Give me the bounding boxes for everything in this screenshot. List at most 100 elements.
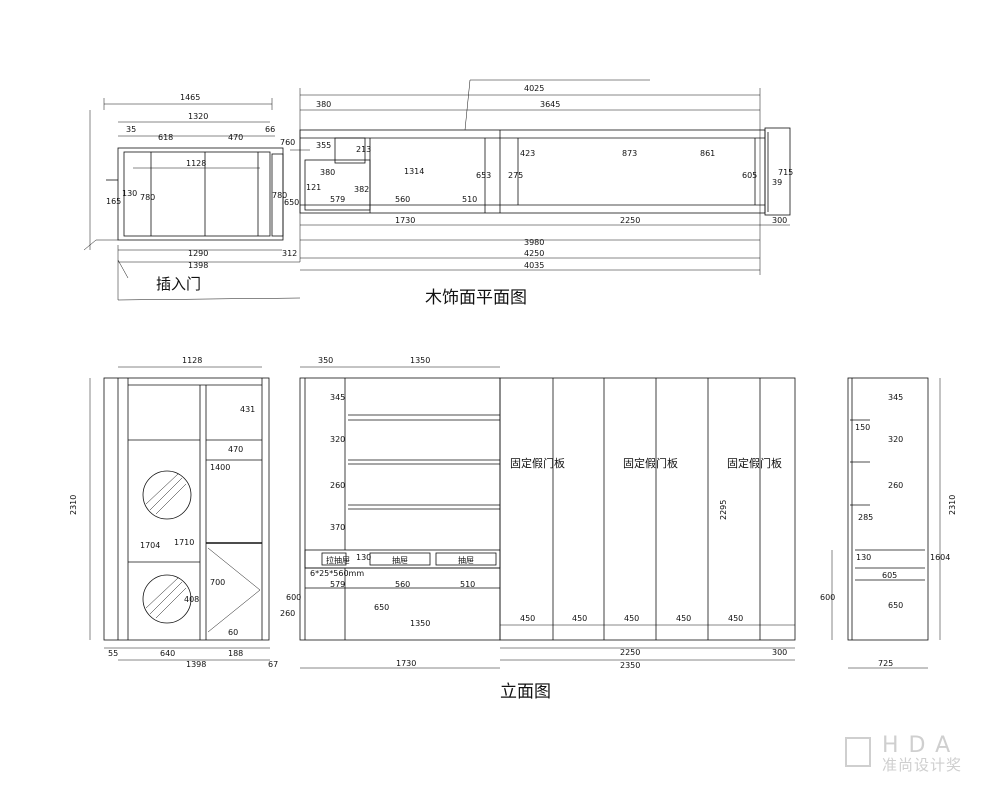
- elev-dim-345-right: 345: [888, 393, 903, 402]
- watermark-logo-icon: [845, 737, 871, 767]
- elevation-view: 1128 350 1350 2310 2310 345 320 260 370 …: [69, 356, 957, 702]
- plan-title: 木饰面平面图: [425, 288, 527, 308]
- drawer-label-2: 抽屉: [458, 555, 474, 565]
- dim-780: 780: [140, 193, 155, 202]
- dim-1290: 1290: [188, 249, 208, 258]
- elev-dim-150: 150: [855, 423, 870, 432]
- elev-dim-1604: 1604: [930, 553, 950, 562]
- dim-560: 560: [395, 195, 410, 204]
- drawer-label-1: 抽屉: [392, 555, 408, 565]
- dim-1314: 1314: [404, 167, 424, 176]
- dim-1730: 1730: [395, 216, 415, 225]
- fixed-panel-label-1: 固定假门板: [510, 456, 565, 470]
- dim-470: 470: [228, 133, 243, 142]
- elev-dim-1128: 1128: [182, 356, 202, 365]
- elev-dim-260b: 260: [280, 609, 295, 618]
- dim-4250: 4250: [524, 249, 544, 258]
- dim-3645: 3645: [540, 100, 560, 109]
- dim-312: 312: [282, 249, 297, 258]
- dim-605: 605: [742, 171, 757, 180]
- dim-382: 382: [354, 185, 369, 194]
- dim-4025: 4025: [524, 84, 544, 93]
- elev-dim-700: 700: [210, 578, 225, 587]
- elev-dim-725: 725: [878, 659, 893, 668]
- watermark-brand: HDA: [882, 733, 960, 758]
- elev-dim-260-right: 260: [888, 481, 903, 490]
- elev-dim-640: 640: [160, 649, 175, 658]
- dim-4035: 4035: [524, 261, 544, 270]
- elev-dim-2310: 2310: [69, 495, 78, 515]
- dim-1128: 1128: [186, 159, 206, 168]
- dim-861: 861: [700, 149, 715, 158]
- elev-dim-2310-right: 2310: [948, 495, 957, 515]
- dim-1465: 1465: [180, 93, 200, 102]
- elev-dim-579: 579: [330, 580, 345, 589]
- dim-579: 579: [330, 195, 345, 204]
- elev-dim-260: 260: [330, 481, 345, 490]
- dim-510: 510: [462, 195, 477, 204]
- drawer-label-full: 拉抽屉: [326, 555, 350, 565]
- elev-dim-605: 605: [882, 571, 897, 580]
- elev-dim-1398: 1398: [186, 660, 206, 669]
- dim-165: 165: [106, 197, 121, 206]
- elev-dim-320: 320: [330, 435, 345, 444]
- fixed-panel-label-2: 固定假门板: [623, 456, 678, 470]
- dim-380-top: 380: [316, 100, 331, 109]
- elev-dim-1350b: 1350: [410, 619, 430, 628]
- dim-300: 300: [772, 216, 787, 225]
- dim-2250: 2250: [620, 216, 640, 225]
- elev-dim-600: 600: [286, 593, 301, 602]
- elev-dim-600-right: 600: [820, 593, 835, 602]
- elev-dim-370: 370: [330, 523, 345, 532]
- elev-dim-60: 60: [228, 628, 238, 637]
- elev-dim-510: 510: [460, 580, 475, 589]
- dim-275: 275: [508, 171, 523, 180]
- elev-dim-450-d: 450: [676, 614, 691, 623]
- elev-dim-130-right: 130: [856, 553, 871, 562]
- dim-1398: 1398: [188, 261, 208, 270]
- dim-130: 130: [122, 189, 137, 198]
- elev-dim-67: 67: [268, 660, 278, 669]
- door-note: 插入门: [156, 275, 201, 293]
- dim-3980: 3980: [524, 238, 544, 247]
- dim-121: 121: [306, 183, 321, 192]
- elev-dim-650: 650: [374, 603, 389, 612]
- elev-dim-320-right: 320: [888, 435, 903, 444]
- elev-dim-1710: 1710: [174, 538, 194, 547]
- elev-dim-350: 350: [318, 356, 333, 365]
- elev-dim-130: 130: [356, 553, 371, 562]
- elev-dim-1704: 1704: [140, 541, 160, 550]
- fixed-panel-label-3: 固定假门板: [727, 456, 782, 470]
- dim-650: 650: [284, 198, 299, 207]
- elev-dim-2295: 2295: [719, 500, 728, 520]
- elev-dim-650-right: 650: [888, 601, 903, 610]
- elev-dim-470: 470: [228, 445, 243, 454]
- elev-dim-188: 188: [228, 649, 243, 658]
- elev-dim-1400: 1400: [210, 463, 230, 472]
- elev-dim-450-c: 450: [624, 614, 639, 623]
- watermark-cn: 准尚设计奖: [882, 756, 962, 774]
- dim-780b: 780: [272, 191, 287, 200]
- dim-39: 39: [772, 178, 782, 187]
- elev-dim-431: 431: [240, 405, 255, 414]
- elev-dim-450-b: 450: [572, 614, 587, 623]
- elev-dim-2250: 2250: [620, 648, 640, 657]
- elev-dim-300: 300: [772, 648, 787, 657]
- elev-dim-2350: 2350: [620, 661, 640, 670]
- elev-dim-1730: 1730: [396, 659, 416, 668]
- elev-dim-1350: 1350: [410, 356, 430, 365]
- elev-dim-55: 55: [108, 649, 118, 658]
- dim-1320: 1320: [188, 112, 208, 121]
- dim-213: 213: [356, 145, 371, 154]
- elevation-title: 立面图: [500, 682, 551, 702]
- elev-dim-450-a: 450: [520, 614, 535, 623]
- dim-618: 618: [158, 133, 173, 142]
- plan-view: 1465 1320 35 618 470 66 1128 780 130 165…: [83, 79, 793, 308]
- dim-423: 423: [520, 149, 535, 158]
- elev-dim-285: 285: [858, 513, 873, 522]
- dim-715: 715: [778, 168, 793, 177]
- dim-380: 380: [320, 168, 335, 177]
- dim-66: 66: [265, 125, 275, 134]
